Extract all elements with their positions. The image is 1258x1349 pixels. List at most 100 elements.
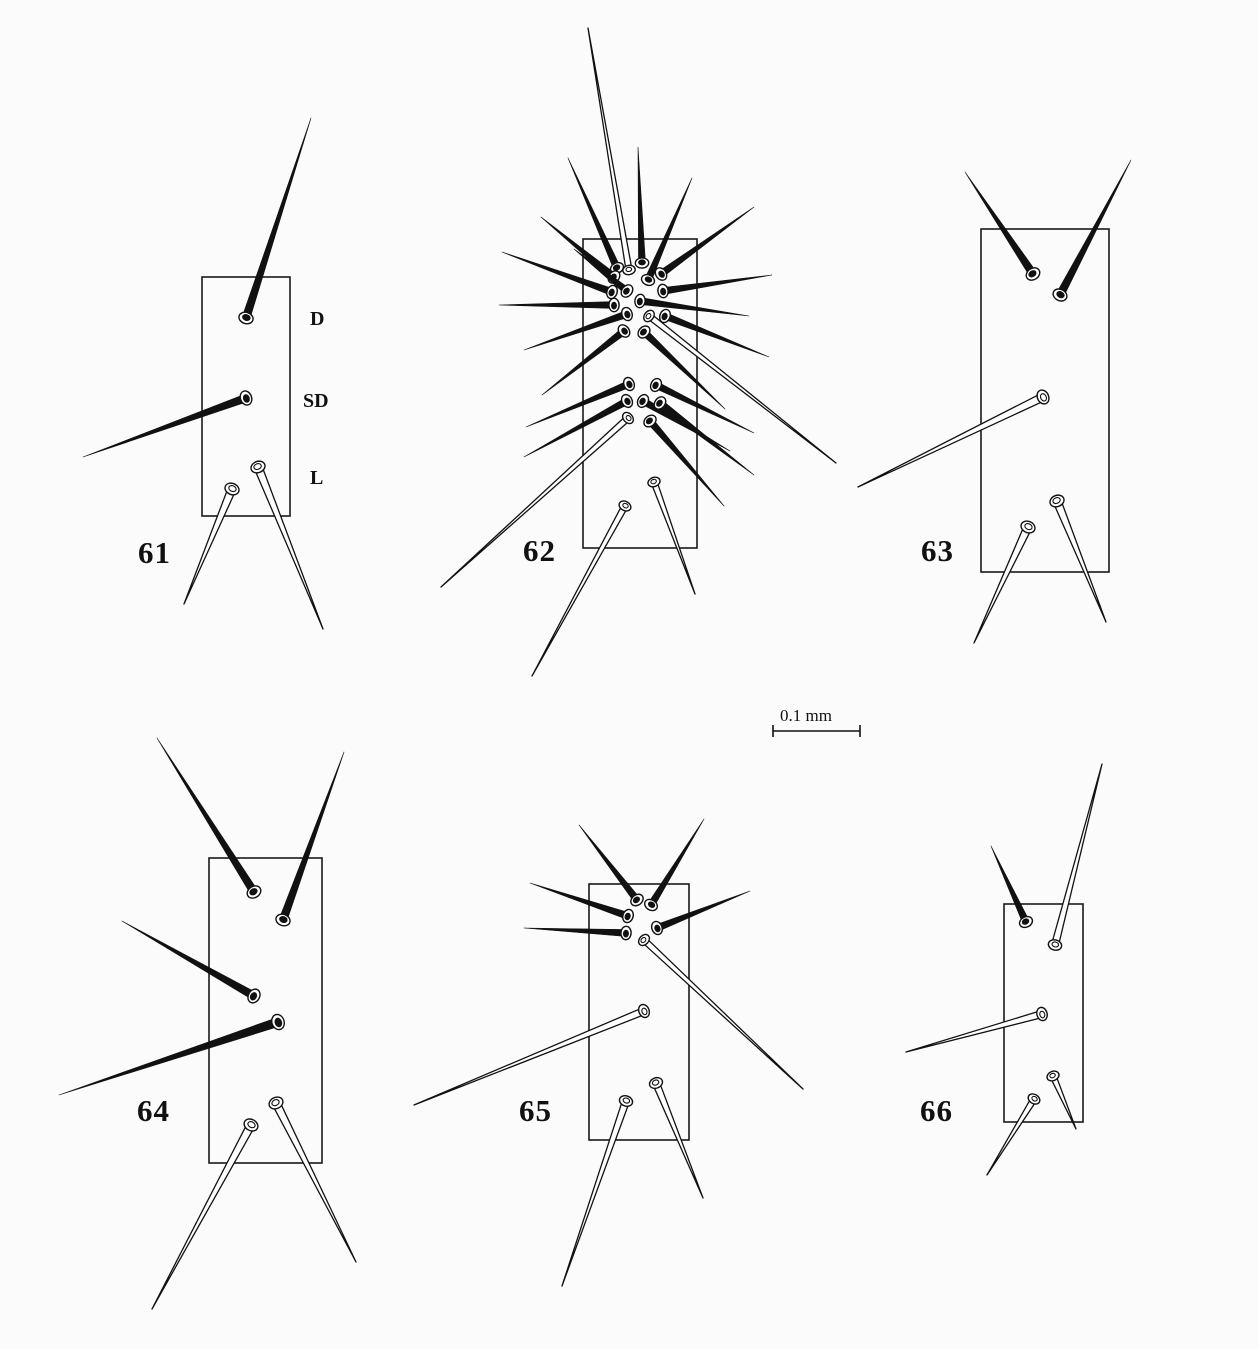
seta-shaft <box>272 1101 356 1262</box>
seta-shaft <box>648 819 704 907</box>
dark-seta <box>568 158 625 275</box>
dark-seta <box>635 147 649 268</box>
seta-shaft <box>1050 1075 1076 1129</box>
pale-seta <box>152 1117 260 1309</box>
seta-label-l: L <box>310 467 323 489</box>
figure-number: 62 <box>523 533 556 568</box>
seta-shaft <box>499 302 614 309</box>
dark-seta <box>59 1013 286 1095</box>
seta-shaft <box>640 298 749 316</box>
dark-seta <box>274 752 344 928</box>
seta-shaft <box>562 1100 629 1286</box>
seta-shaft <box>157 738 257 894</box>
seta-shaft <box>532 505 628 676</box>
seta-shaft <box>651 481 695 594</box>
pale-seta <box>414 1003 651 1105</box>
dark-seta <box>157 738 263 901</box>
pale-seta <box>647 476 695 594</box>
seta-shaft <box>279 752 344 921</box>
dark-seta <box>965 172 1042 283</box>
seta-base <box>639 260 646 265</box>
seta-shaft <box>184 487 236 604</box>
pale-seta <box>974 519 1037 643</box>
dark-seta <box>650 891 750 936</box>
dark-seta <box>237 118 311 326</box>
seta-shaft <box>974 525 1032 643</box>
segment-plate <box>209 858 322 1163</box>
seta-shaft <box>1052 764 1102 946</box>
dark-seta <box>502 252 619 300</box>
seta-shaft <box>987 1097 1037 1175</box>
pale-seta <box>858 388 1051 487</box>
figure-63: 63 <box>858 160 1131 643</box>
seta-shaft <box>524 928 626 936</box>
seta-shaft <box>254 466 323 629</box>
seta-shaft <box>122 921 256 999</box>
scale-bar-label: 0.1 mm <box>780 706 832 725</box>
pale-seta <box>636 932 803 1089</box>
pale-seta <box>987 1092 1042 1175</box>
dark-seta <box>530 883 635 924</box>
seta-base <box>612 302 617 309</box>
figure-number: 65 <box>519 1093 552 1128</box>
figure-66: 66 <box>906 764 1102 1175</box>
figure-number: 63 <box>921 533 954 568</box>
dark-seta <box>657 275 772 298</box>
figure-64: 64 <box>59 738 356 1309</box>
seta-shaft <box>642 938 803 1089</box>
dark-seta <box>499 298 619 311</box>
seta-shaft <box>579 825 640 902</box>
seta-label-d: D <box>310 308 324 330</box>
seta-base <box>660 288 666 295</box>
seta-shaft <box>152 1123 255 1309</box>
dark-seta <box>1051 160 1131 303</box>
figure-number: 64 <box>137 1093 170 1128</box>
pale-seta <box>184 481 241 604</box>
dark-seta <box>83 389 254 457</box>
pale-seta <box>1047 764 1102 952</box>
seta-shaft <box>414 1008 645 1105</box>
pale-seta <box>906 1006 1049 1052</box>
seta-shaft <box>965 172 1036 276</box>
seta-shaft <box>524 311 628 350</box>
figure-62: 62 <box>441 28 836 676</box>
figure-number: 61 <box>138 535 171 570</box>
dark-seta <box>653 207 754 282</box>
seta-label-sd: SD <box>303 390 329 412</box>
pale-seta <box>562 1094 634 1286</box>
seta-shaft <box>59 1018 279 1095</box>
seta-shaft <box>1053 499 1106 622</box>
seta-base <box>623 930 628 937</box>
pale-seta <box>1048 493 1106 622</box>
dark-seta <box>122 921 262 1005</box>
seta-shaft <box>858 393 1045 487</box>
seta-shaft <box>991 846 1029 923</box>
dark-seta <box>542 323 632 395</box>
seta-shaft <box>83 394 247 457</box>
pale-seta <box>1045 1069 1076 1129</box>
seta-shaft <box>638 147 645 263</box>
figure-61: D SD L 61 <box>83 118 329 629</box>
seta-shaft <box>647 314 836 463</box>
seta-shaft <box>530 883 629 919</box>
figure-65: 65 <box>414 819 803 1286</box>
seta-shaft <box>502 252 613 295</box>
scale-bar: 0.1 mm <box>773 706 860 737</box>
figure-number: 66 <box>920 1093 953 1128</box>
seta-base <box>637 298 643 305</box>
pale-seta <box>267 1095 356 1262</box>
pale-seta <box>648 1076 703 1198</box>
dark-seta <box>524 926 631 940</box>
dark-seta <box>991 846 1034 929</box>
seta-shaft <box>662 275 772 294</box>
seta-shaft <box>588 28 632 271</box>
dark-seta <box>642 413 724 506</box>
seta-shaft <box>664 313 769 357</box>
seta-shaft <box>242 118 311 319</box>
dark-seta <box>524 306 634 350</box>
seta-shaft <box>656 891 750 931</box>
seta-shaft <box>906 1011 1043 1052</box>
pale-seta <box>642 308 836 463</box>
seta-base <box>626 267 632 272</box>
